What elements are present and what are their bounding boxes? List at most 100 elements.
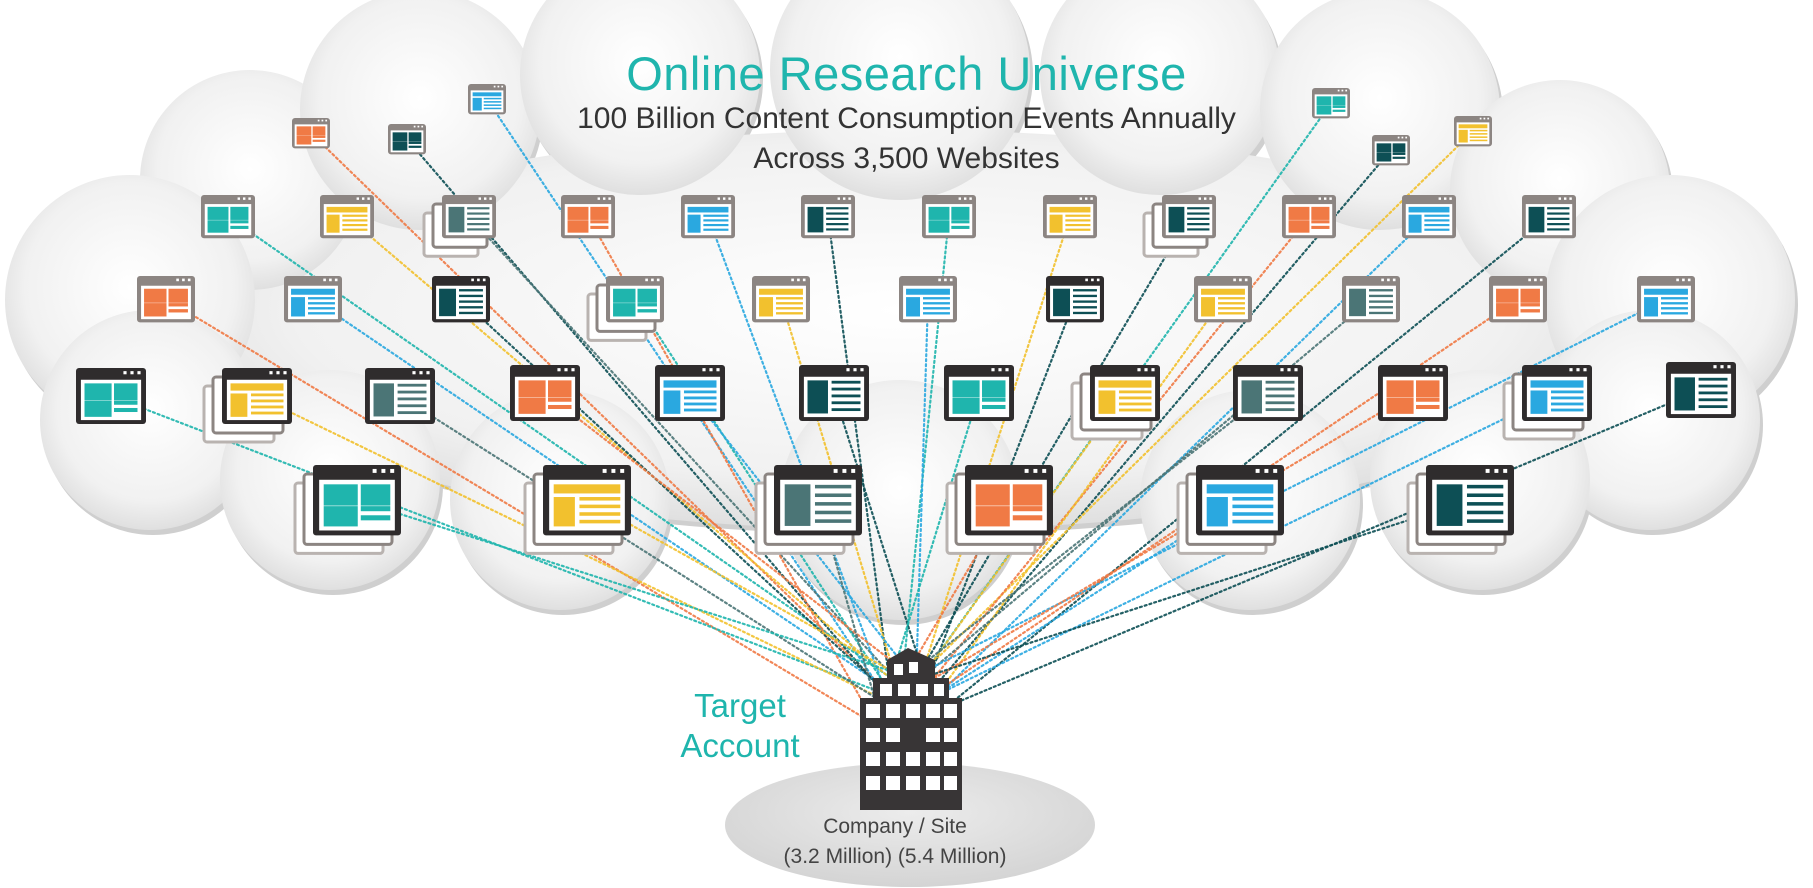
content-block [1098, 380, 1152, 388]
browser-window-icon [1312, 88, 1350, 119]
content-block [1458, 124, 1488, 129]
content-line [1073, 306, 1097, 309]
content-block [1436, 484, 1463, 526]
content-line [1369, 311, 1393, 315]
window-button-dot [958, 197, 962, 200]
content-line [1547, 223, 1570, 226]
browser-window-icon [586, 276, 664, 342]
window-button-dot [1713, 365, 1717, 369]
content-line [683, 408, 717, 412]
content-block [291, 288, 335, 295]
window-button-dot [1425, 368, 1429, 372]
content-block [326, 214, 340, 233]
content-block [1241, 380, 1262, 414]
connection-line [585, 499, 931, 694]
content-line [1065, 219, 1091, 222]
content-line [814, 493, 852, 498]
content-line [831, 380, 861, 384]
window-button-dot [1485, 468, 1490, 473]
content-line [1466, 519, 1504, 523]
content-block [1201, 297, 1216, 317]
window-button-dot [413, 125, 416, 128]
window-button-dot [656, 278, 660, 282]
browser-window-icon [1454, 116, 1492, 147]
content-block [906, 297, 921, 317]
browser-window-icon [799, 365, 869, 421]
browser-window-icon [293, 465, 401, 555]
content-line [1661, 307, 1688, 310]
content-line [168, 309, 188, 313]
content-line [590, 225, 609, 229]
content-line [1065, 214, 1091, 217]
content-line [1369, 300, 1393, 303]
content-block [687, 206, 729, 213]
window-button-dot [1569, 368, 1573, 372]
window-button-dot [501, 85, 504, 88]
window-button-dot [381, 468, 386, 473]
content-line [1466, 510, 1504, 515]
connection-line [355, 499, 924, 683]
window-button-dot [1337, 89, 1340, 92]
connection-line [928, 298, 1225, 707]
window-button-dot [1576, 368, 1580, 372]
window-button-dot [1287, 368, 1291, 372]
content-line [814, 484, 852, 489]
window-button-dot [237, 197, 241, 200]
window-button-dot [1381, 278, 1384, 282]
window-button-dot [1233, 278, 1236, 282]
content-block [1098, 390, 1116, 414]
window-button-dot [853, 368, 857, 372]
content-line [814, 519, 852, 523]
content-line [951, 220, 970, 224]
connection-line [309, 132, 877, 682]
content-block [230, 393, 248, 417]
content-block [982, 380, 1006, 398]
window-button-dot [1397, 136, 1400, 139]
window-button-dot [323, 278, 326, 282]
content-line [683, 396, 717, 400]
content-line [579, 512, 621, 516]
content-line [1698, 377, 1728, 381]
content-block [144, 303, 167, 317]
window-button-dot [1318, 197, 1322, 200]
content-line [250, 399, 284, 403]
content-line [1232, 512, 1274, 516]
connection-line [467, 215, 933, 720]
window-button-dot [390, 468, 395, 473]
window-button-dot [317, 119, 320, 122]
connection-line [914, 298, 930, 685]
connection-line [226, 215, 919, 698]
content-line [312, 135, 326, 138]
content-line [923, 307, 950, 310]
window-button-dot [833, 468, 838, 473]
website-windows [76, 84, 1736, 555]
content-line [1550, 396, 1584, 400]
content-block [392, 141, 408, 151]
company-site-label: Company / Site (3.2 Million) (5.4 Millio… [730, 812, 1060, 872]
content-block [1392, 143, 1406, 153]
content-line [923, 297, 950, 300]
content-line [312, 139, 326, 142]
window-button-dot [1085, 278, 1088, 282]
content-line [397, 411, 427, 415]
window-button-dot [367, 197, 370, 200]
content-line [1520, 303, 1540, 307]
content-block [84, 400, 112, 417]
window-button-dot [483, 197, 487, 200]
content-line [483, 104, 502, 106]
content-block [1458, 129, 1468, 143]
browser-window-icon [1378, 365, 1448, 421]
window-button-dot [1024, 468, 1029, 473]
content-line [703, 219, 729, 222]
content-block [323, 484, 358, 506]
content-block [613, 303, 636, 317]
content-block [1496, 303, 1519, 317]
window-button-dot [182, 278, 185, 282]
window-button-dot [1198, 197, 1202, 200]
content-block [1528, 206, 1545, 233]
content-line [250, 393, 284, 397]
browser-window-icon [1402, 195, 1456, 239]
diagram-subtitle-line2: Across 3,500 Websites [753, 142, 1060, 175]
window-button-dot [1090, 197, 1093, 200]
content-block [548, 380, 572, 398]
